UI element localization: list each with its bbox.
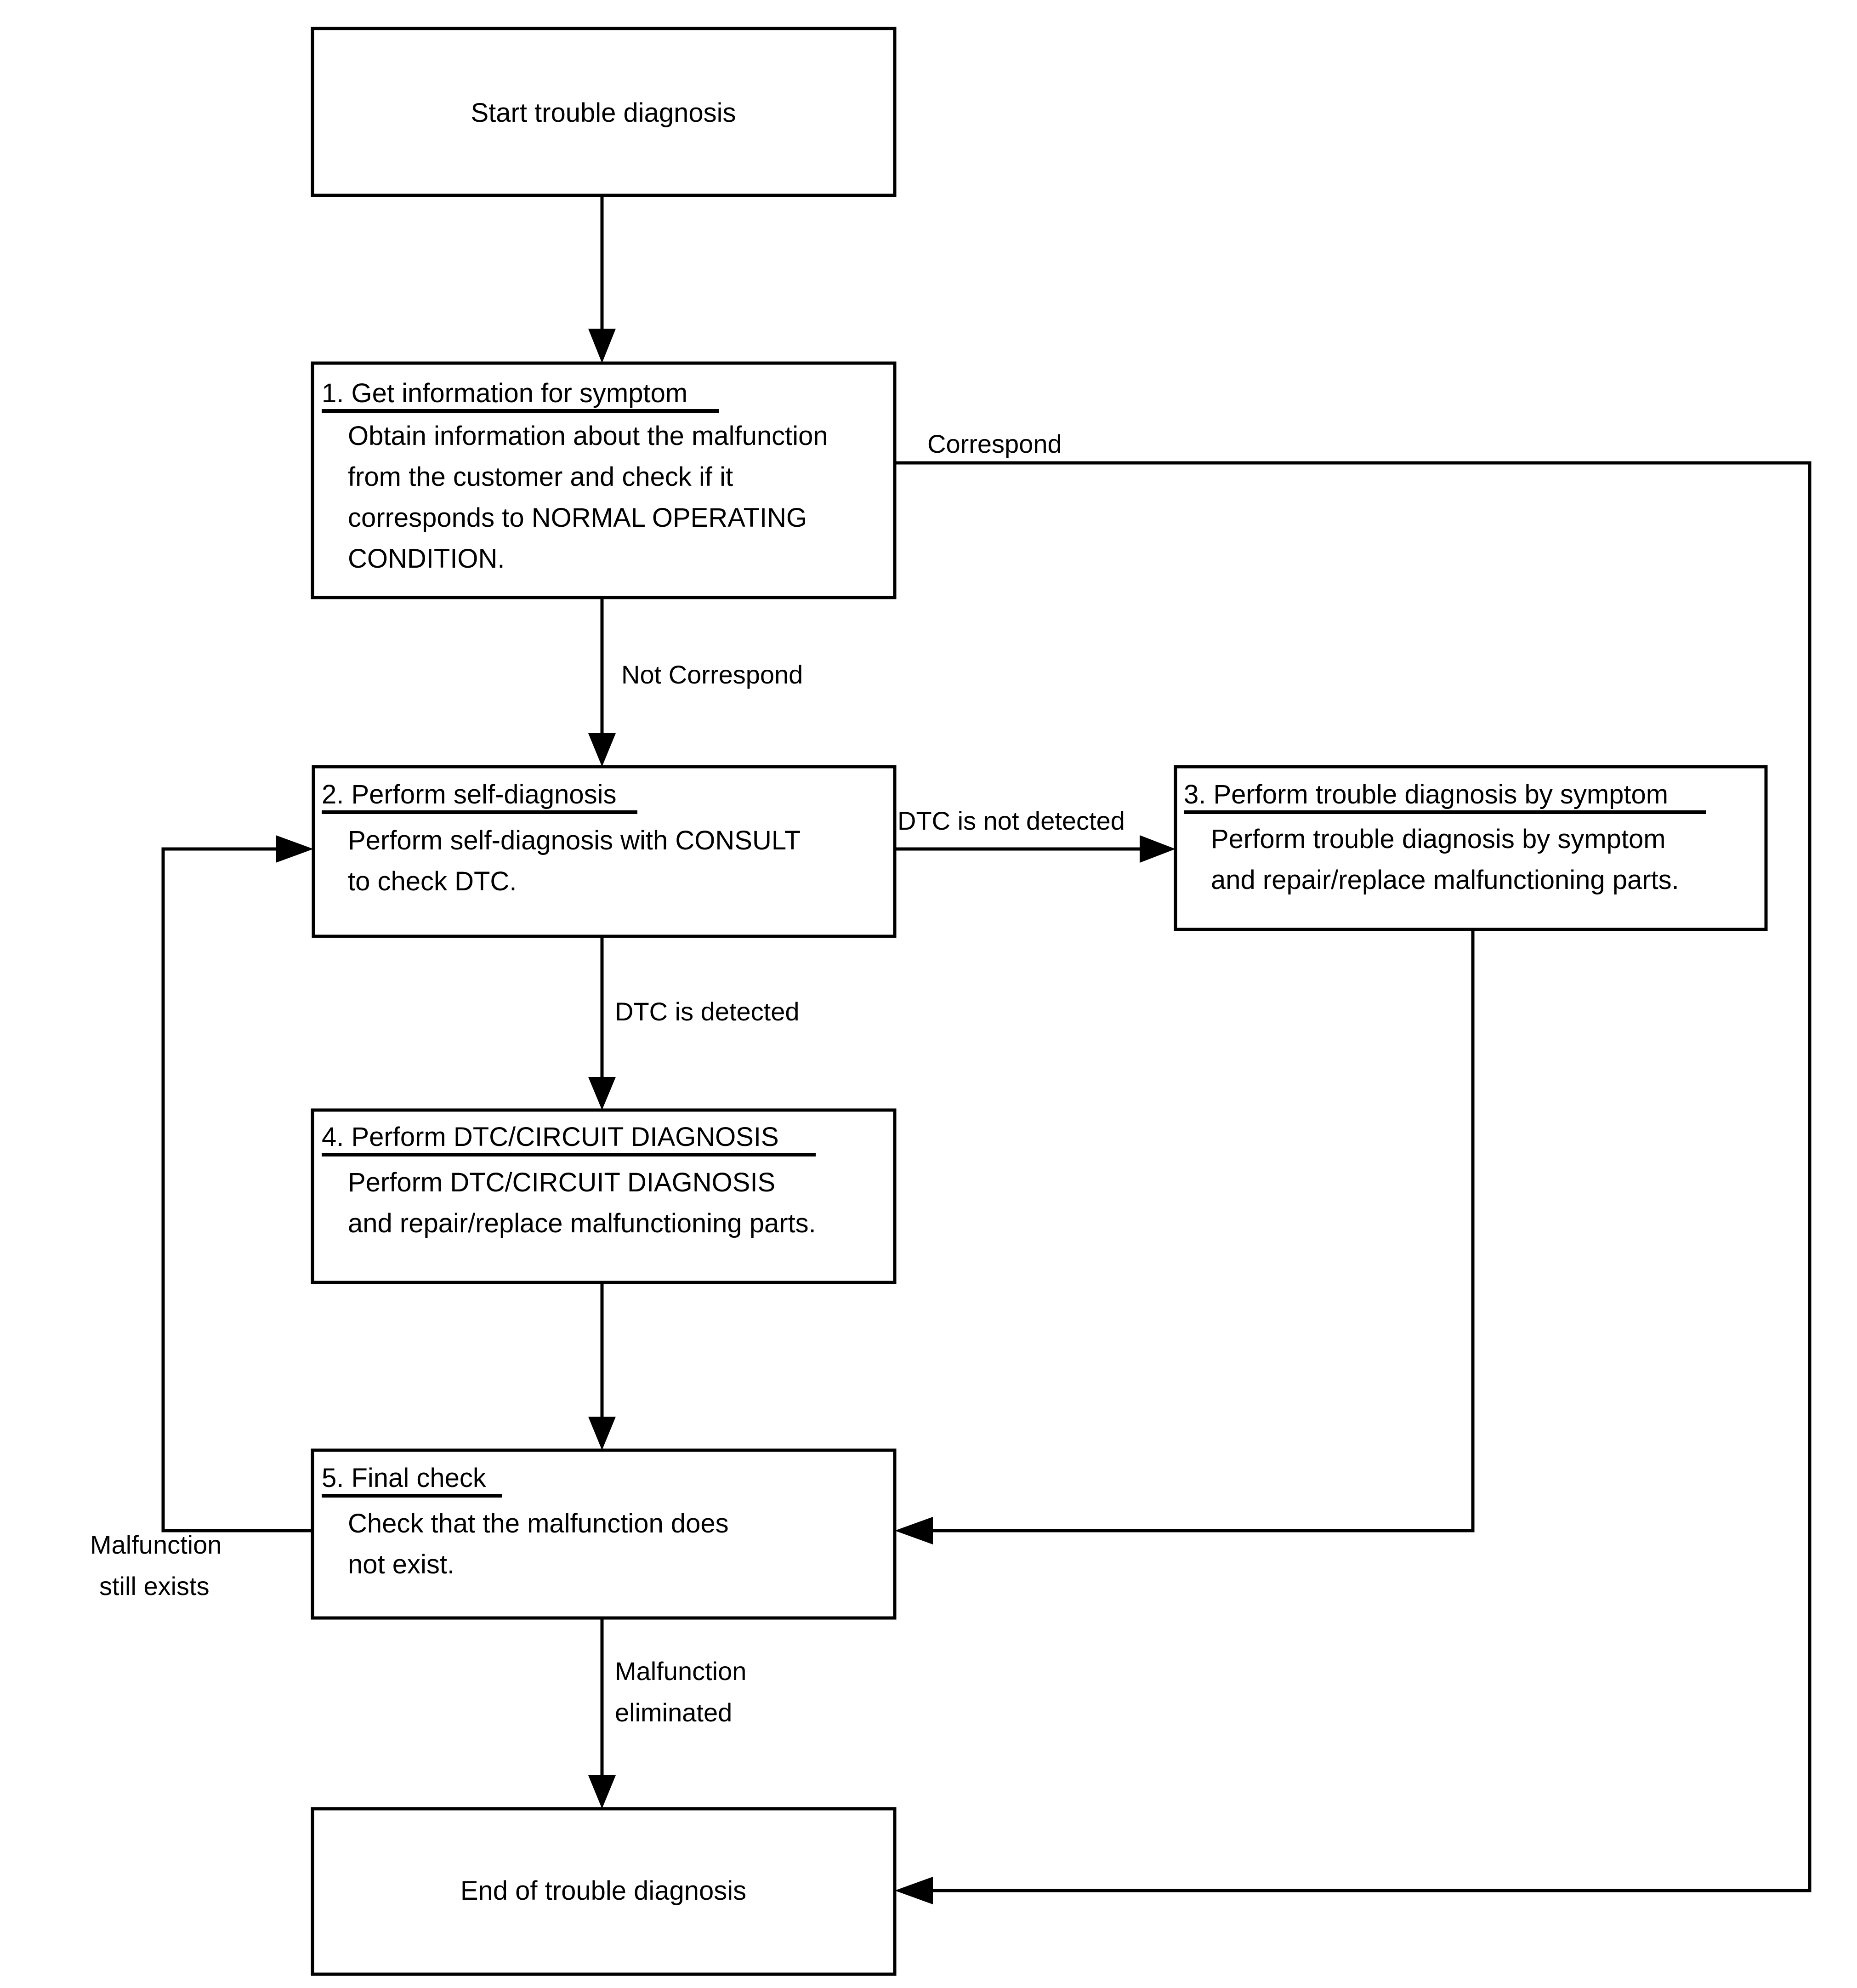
step1-body-line-1: Obtain information about the malfunction [348,421,828,451]
edge-label-malfunction-still-exists-line-1: Malfunction [90,1530,221,1559]
step2-body-line-2: to check DTC. [348,866,517,896]
node-step-4[interactable]: 4. Perform DTC/CIRCUIT DIAGNOSIS Perform… [311,1108,897,1284]
edge-step2-to-step3 [895,835,1176,863]
edge-step2-to-step4 [588,936,616,1110]
step1-body-line-4: CONDITION. [348,544,505,574]
step4-body-line-1: Perform DTC/CIRCUIT DIAGNOSIS [348,1168,775,1197]
step1-body-line-2: from the customer and check if it [348,462,733,492]
edge-label-malfunction-eliminated-line-1: Malfunction [615,1657,746,1686]
step4-body-line-2: and repair/replace malfunctioning parts. [348,1208,816,1238]
start-label: Start trouble diagnosis [471,98,736,128]
step2-body-line-1: Perform self-diagnosis with CONSULT [348,826,801,855]
edge-step1-to-step2 [588,598,616,767]
node-end[interactable]: End of trouble diagnosis [311,1807,897,1976]
step3-heading: 3. Perform trouble diagnosis by symptom [1184,780,1668,809]
end-label: End of trouble diagnosis [460,1876,746,1906]
step3-body-line-1: Perform trouble diagnosis by symptom [1211,824,1666,854]
node-start[interactable]: Start trouble diagnosis [311,27,897,197]
step3-body-line-2: and repair/replace malfunctioning parts. [1211,865,1679,895]
step5-body-line-2: not exist. [348,1549,454,1579]
edge-step1-to-end-correspond [895,461,1812,1904]
edge-step5-to-step2-malfunction [161,835,313,1532]
edge-label-dtc-detected: DTC is detected [615,997,800,1026]
step1-heading: 1. Get information for symptom [322,378,687,408]
edge-label-correspond: Correspond [927,429,1062,458]
step5-heading: 5. Final check [322,1463,487,1493]
node-step-3[interactable]: 3. Perform trouble diagnosis by symptom … [1174,765,1768,931]
edge-label-not-correspond: Not Correspond [621,660,803,689]
edge-step3-to-step5 [895,929,1475,1544]
edge-step4-to-step5 [588,1282,616,1450]
step4-heading: 4. Perform DTC/CIRCUIT DIAGNOSIS [322,1122,779,1152]
edge-label-malfunction-eliminated-line-2: eliminated [615,1698,732,1727]
edge-step5-to-end [588,1618,616,1809]
step1-body-line-3: corresponds to NORMAL OPERATING [348,503,807,533]
edge-label-dtc-not-detected: DTC is not detected [897,806,1125,835]
node-step-2[interactable]: 2. Perform self-diagnosis Perform self-d… [312,765,897,938]
node-step-5[interactable]: 5. Final check Check that the malfunctio… [311,1448,897,1620]
node-step-1[interactable]: 1. Get information for symptom Obtain in… [311,361,897,599]
edge-start-to-step1 [588,195,616,363]
step2-heading: 2. Perform self-diagnosis [322,780,616,809]
step5-body-line-1: Check that the malfunction does [348,1509,729,1538]
edge-label-malfunction-still-exists-line-2: still exists [99,1572,210,1601]
